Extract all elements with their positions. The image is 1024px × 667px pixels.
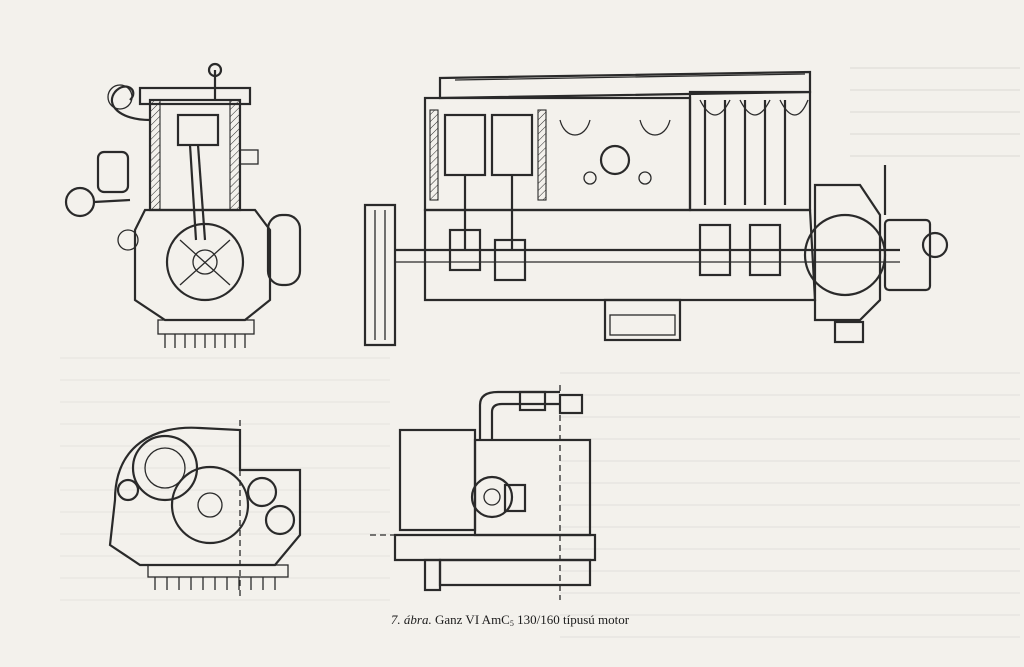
bleed-through-text-right-top bbox=[850, 55, 1020, 165]
engine-model-suffix: 130/160 típusú motor bbox=[513, 612, 630, 627]
front-cross-section-view bbox=[64, 62, 302, 348]
longitudinal-section-view bbox=[363, 70, 949, 347]
figure-number: 7. ábra. bbox=[390, 612, 432, 627]
engine-model-prefix: Ganz VI AmC bbox=[434, 612, 510, 627]
side-detail-view bbox=[370, 385, 600, 600]
bleed-through-text-left bbox=[60, 345, 390, 615]
figure-caption: 7. ábra. Ganz VI AmC5 130/160 típusú mot… bbox=[330, 612, 690, 628]
bleed-through-text-middle bbox=[560, 360, 1020, 650]
engine-model-subscript: 5 bbox=[509, 619, 514, 628]
gear-end-view bbox=[108, 420, 302, 600]
